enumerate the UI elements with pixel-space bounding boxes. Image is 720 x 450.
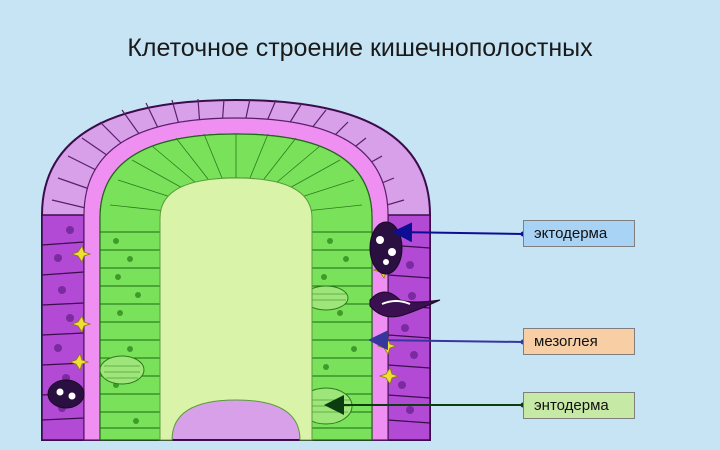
ectoderm-label: эктодерма <box>523 220 635 247</box>
gastral-cavity <box>159 177 313 441</box>
mesoglea-label: мезоглея <box>523 328 635 355</box>
slide-title: Клеточное строение кишечнополостных <box>127 34 593 62</box>
stinging-cells <box>47 221 441 409</box>
mesoglea-arrow <box>368 330 524 351</box>
ectoderm-arrow <box>392 222 524 243</box>
endoderm-label: энтодерма <box>523 392 635 419</box>
